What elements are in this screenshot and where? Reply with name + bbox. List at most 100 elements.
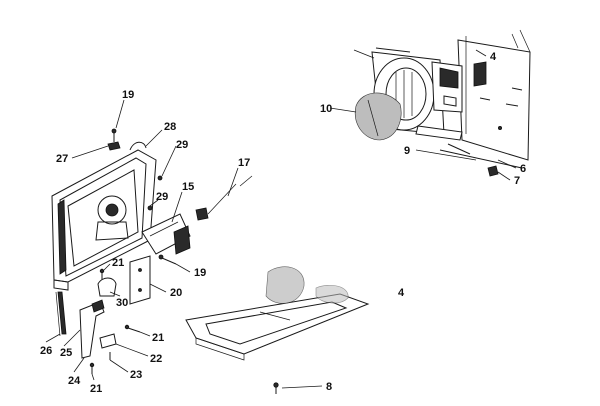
panel-face bbox=[67, 169, 139, 267]
plate-top-wire-2 bbox=[511, 33, 519, 49]
callout-21-upper: 21 bbox=[112, 257, 124, 269]
callout-22: 22 bbox=[150, 353, 162, 365]
leader-26 bbox=[45, 333, 61, 343]
leader-19b bbox=[175, 263, 191, 273]
top-screw-head bbox=[111, 128, 117, 134]
wire-connector bbox=[195, 207, 209, 221]
shroud-seam bbox=[367, 99, 379, 137]
callout-7: 7 bbox=[514, 175, 520, 187]
drip-tray-assembly bbox=[185, 266, 370, 394]
panel-base-tab bbox=[53, 279, 69, 291]
leader-20 bbox=[149, 283, 167, 293]
drip-tray-lip bbox=[195, 337, 245, 361]
callout-27: 27 bbox=[56, 153, 68, 165]
hinge-arm bbox=[79, 301, 105, 359]
timer-plate bbox=[95, 221, 129, 241]
leader-10 bbox=[329, 107, 357, 113]
leader-15 bbox=[171, 191, 183, 223]
bracket-hole-2 bbox=[138, 288, 142, 292]
housing-top-edge bbox=[375, 47, 411, 53]
retaining-nut bbox=[487, 165, 499, 177]
leader-24 bbox=[73, 357, 85, 373]
blower-assembly bbox=[354, 29, 531, 177]
callout-30: 30 bbox=[116, 297, 128, 309]
screw-21-b bbox=[127, 327, 141, 333]
leader-28 bbox=[145, 129, 163, 147]
callout-21-middle: 21 bbox=[152, 332, 164, 344]
leader-lines bbox=[45, 49, 517, 389]
drip-tray bbox=[185, 293, 370, 355]
plate-slot-3 bbox=[511, 87, 523, 91]
screw-29-b bbox=[147, 205, 153, 211]
latch-block bbox=[99, 333, 117, 349]
housing-strap bbox=[415, 125, 463, 141]
leader-29a bbox=[161, 145, 177, 177]
callout-23: 23 bbox=[130, 369, 142, 381]
motor-bracket bbox=[443, 95, 457, 107]
callout-29-lower: 29 bbox=[156, 191, 168, 203]
support-rod-2 bbox=[447, 143, 471, 155]
blurred-area-2 bbox=[315, 285, 349, 304]
plate-switch bbox=[473, 61, 487, 87]
screw-21-a-head bbox=[99, 268, 105, 274]
leader-top bbox=[353, 49, 375, 59]
callout-20: 20 bbox=[170, 287, 182, 299]
plate-top-wire bbox=[519, 29, 531, 53]
control-panel-assembly bbox=[51, 128, 253, 374]
leader-19a bbox=[115, 99, 125, 129]
callout-19-lower: 19 bbox=[194, 267, 206, 279]
blower-wheel-inner bbox=[385, 67, 427, 121]
callout-6: 6 bbox=[520, 163, 526, 175]
connector-wire-2 bbox=[239, 175, 253, 187]
callout-19-top: 19 bbox=[122, 89, 134, 101]
callout-4-lower: 4 bbox=[398, 287, 405, 299]
shroud-part bbox=[354, 92, 402, 141]
switch-body bbox=[173, 225, 191, 255]
hinge-pivot bbox=[91, 299, 105, 313]
panel-clip bbox=[107, 141, 121, 151]
leader-27 bbox=[71, 145, 109, 159]
callout-4-upper: 4 bbox=[490, 51, 497, 63]
leader-8 bbox=[281, 385, 323, 389]
leader-7 bbox=[497, 171, 511, 181]
timer-hub bbox=[105, 203, 119, 217]
leader-23 bbox=[109, 359, 129, 373]
lower-screw bbox=[161, 257, 177, 265]
callout-26: 26 bbox=[40, 345, 52, 357]
leader-6 bbox=[497, 159, 517, 169]
plate-hole bbox=[497, 126, 502, 131]
seal-strip-edge bbox=[55, 291, 61, 337]
leader-30 bbox=[109, 291, 121, 297]
tray-rib bbox=[259, 311, 291, 321]
plate-slot-1 bbox=[479, 97, 491, 101]
seal-strip bbox=[57, 291, 67, 335]
leader-21c bbox=[91, 373, 95, 381]
callout-24: 24 bbox=[68, 375, 81, 387]
callout-25: 25 bbox=[60, 347, 72, 359]
switch-bracket bbox=[141, 213, 191, 255]
motor-windings bbox=[439, 67, 459, 89]
screw-21-c-head bbox=[89, 362, 95, 368]
panel-side-edge bbox=[57, 199, 67, 275]
callout-10: 10 bbox=[320, 103, 332, 115]
callout-17: 17 bbox=[238, 157, 250, 169]
drip-tray-inner bbox=[205, 301, 348, 345]
callout-29-upper: 29 bbox=[176, 139, 188, 151]
leader-17 bbox=[227, 167, 239, 197]
callout-28: 28 bbox=[164, 121, 176, 133]
bracket-hole-1 bbox=[138, 268, 142, 272]
panel-hook bbox=[129, 141, 147, 151]
blurred-area bbox=[265, 266, 305, 304]
leader-9 bbox=[415, 149, 477, 161]
callout-15: 15 bbox=[182, 181, 194, 193]
callout-8: 8 bbox=[326, 381, 332, 393]
callout-9: 9 bbox=[404, 145, 410, 157]
lower-screw-head bbox=[158, 254, 164, 260]
leader-22 bbox=[115, 343, 149, 357]
leader-21a bbox=[103, 263, 111, 271]
tray-screw-head bbox=[273, 382, 279, 388]
callout-21-bottom: 21 bbox=[90, 383, 102, 395]
screw-21-b-head bbox=[124, 324, 130, 330]
